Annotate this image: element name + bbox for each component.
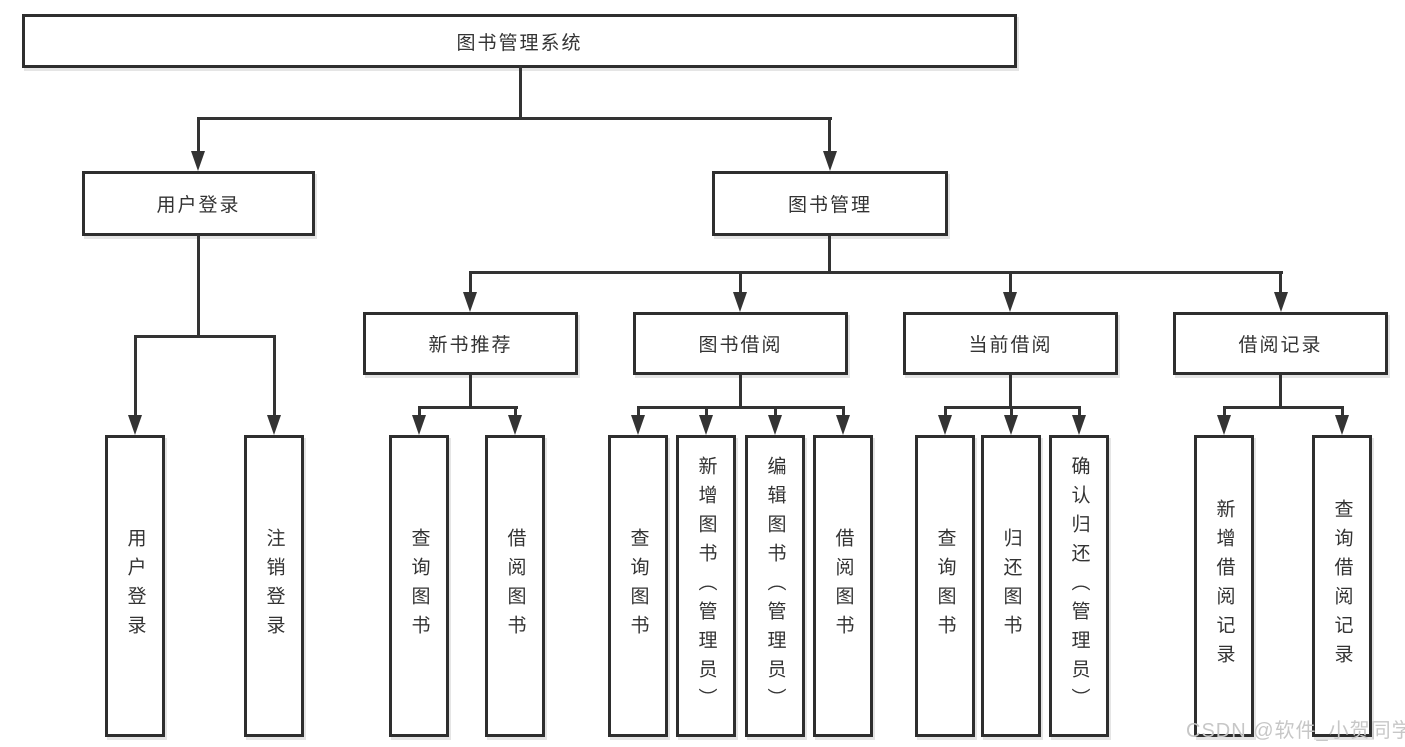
connector-arrowhead [768,415,782,435]
connector-line [828,236,831,274]
connector-line [134,335,276,338]
leaf-query-books-borrow: 查询图书 [608,435,668,737]
connector-line [739,271,742,295]
node-new-book-recommend: 新书推荐 [363,312,578,375]
connector-arrowhead [1335,415,1349,435]
connector-line [1078,406,1081,418]
connector-line [418,406,518,409]
connector-arrowhead [1274,292,1288,312]
leaf-add-books-admin: 新增图书（管理员） [676,435,736,737]
connector-line [469,375,472,408]
connector-line [197,117,200,154]
leaf-edit-books-admin: 编辑图书（管理员） [745,435,805,737]
leaf-confirm-return-admin: 确认归还（管理员） [1049,435,1109,737]
connector-line [705,406,708,418]
connector-arrowhead [699,415,713,435]
connector-line [739,375,742,408]
connector-line [469,271,1283,274]
connector-arrowhead [267,415,281,435]
connector-arrowhead [1072,415,1086,435]
node-book-borrow: 图书借阅 [633,312,848,375]
connector-line [1009,375,1012,408]
leaf-borrow-books: 借阅图书 [813,435,873,737]
node-borrow-records: 借阅记录 [1173,312,1388,375]
connector-line [774,406,777,418]
connector-arrowhead [1217,415,1231,435]
node-root-book-management-system: 图书管理系统 [22,14,1017,68]
connector-line [1010,406,1013,418]
connector-arrowhead [631,415,645,435]
connector-line [1341,406,1344,418]
connector-line [1009,271,1012,295]
connector-arrowhead [463,292,477,312]
connector-arrowhead [1003,292,1017,312]
connector-line [637,406,640,418]
connector-line [514,406,517,418]
connector-line [828,117,831,154]
connector-arrowhead [836,415,850,435]
connector-arrowhead [412,415,426,435]
leaf-user-login: 用户登录 [105,435,165,737]
connector-line [842,406,845,418]
connector-line [197,117,832,120]
leaf-return-books: 归还图书 [981,435,1041,737]
connector-arrowhead [128,415,142,435]
leaf-borrow-books-recommend: 借阅图书 [485,435,545,737]
connector-arrowhead [508,415,522,435]
connector-line [1223,406,1226,418]
connector-line [637,406,845,409]
connector-line [944,406,947,418]
connector-line [418,406,421,418]
connector-line [197,235,200,338]
connector-line [1279,375,1282,408]
connector-line [1279,271,1282,295]
node-current-borrow: 当前借阅 [903,312,1118,375]
connector-line [134,335,137,417]
connector-line [273,335,276,417]
leaf-add-borrow-record: 新增借阅记录 [1194,435,1254,737]
connector-arrowhead [823,151,837,171]
connector-line [1223,406,1344,409]
csdn-watermark: CSDN @软件_小贺同学 [1186,720,1405,742]
leaf-query-books-current: 查询图书 [915,435,975,737]
leaf-query-books-recommend: 查询图书 [389,435,449,737]
leaf-query-borrow-record: 查询借阅记录 [1312,435,1372,737]
connector-line [519,66,522,119]
connector-arrowhead [938,415,952,435]
connector-line [469,271,472,295]
connector-arrowhead [191,151,205,171]
node-user-login: 用户登录 [82,171,315,236]
connector-arrowhead [1004,415,1018,435]
connector-arrowhead [733,292,747,312]
leaf-logout: 注销登录 [244,435,304,737]
node-book-management: 图书管理 [712,171,948,236]
